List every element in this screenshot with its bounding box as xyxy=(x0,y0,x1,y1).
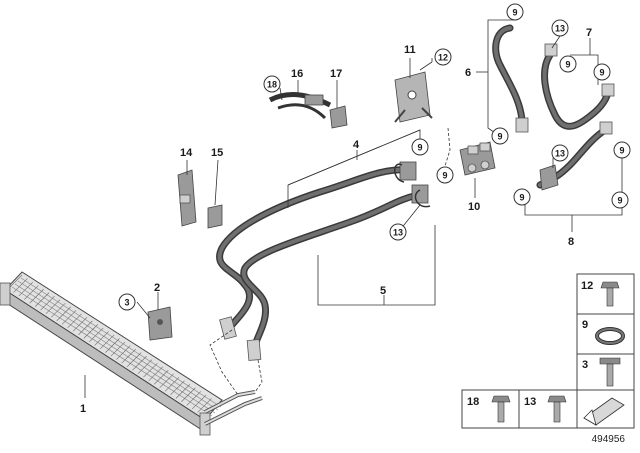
legend-12: 12 xyxy=(581,280,593,292)
bolt-3-icon xyxy=(599,357,621,387)
oil-cooler-radiator xyxy=(0,271,223,436)
callout-15: 15 xyxy=(211,147,223,159)
bracket-15 xyxy=(207,204,223,229)
bolt-18-icon xyxy=(491,395,511,423)
circle-callout-9-h: 9 xyxy=(513,188,531,206)
circle-callout-13-right: 13 xyxy=(551,144,569,162)
circle-callout-9-d: 9 xyxy=(491,127,509,145)
hose-5 xyxy=(240,191,422,349)
circle-callout-13-left: 13 xyxy=(389,223,407,241)
svg-text:9: 9 xyxy=(442,171,447,181)
svg-text:9: 9 xyxy=(497,132,502,142)
circle-callout-9-b: 9 xyxy=(559,55,577,73)
circle-callout-3: 3 xyxy=(118,293,136,311)
svg-text:3: 3 xyxy=(124,298,129,308)
svg-text:9: 9 xyxy=(417,143,422,153)
circle-callout-9-g: 9 xyxy=(613,141,631,159)
svg-text:9: 9 xyxy=(519,193,524,203)
callout-16: 16 xyxy=(291,68,303,80)
callout-14: 14 xyxy=(180,147,193,159)
svg-text:18: 18 xyxy=(267,80,277,90)
valve-block xyxy=(459,141,496,176)
svg-text:12: 12 xyxy=(438,53,448,63)
legend-18: 18 xyxy=(467,396,479,408)
callout-4: 4 xyxy=(353,139,360,151)
clip-17 xyxy=(329,105,348,129)
svg-text:9: 9 xyxy=(599,68,604,78)
callout-10: 10 xyxy=(468,201,480,213)
callout-8: 8 xyxy=(568,236,574,248)
wiring-16 xyxy=(268,92,332,120)
svg-text:13: 13 xyxy=(555,149,565,159)
callout-5: 5 xyxy=(380,285,386,297)
circle-callout-9-c: 9 xyxy=(593,63,611,81)
arrow-tool-icon xyxy=(583,397,625,426)
svg-text:9: 9 xyxy=(512,8,517,18)
circle-callout-9-e: 9 xyxy=(411,138,429,156)
hose-7 xyxy=(541,43,615,130)
circle-callout-9-f: 9 xyxy=(436,166,454,184)
legend-13: 13 xyxy=(524,396,536,408)
bracket-14 xyxy=(177,169,197,227)
legend-9: 9 xyxy=(582,319,588,331)
circled-callouts: 3 12 13 13 13 18 9 9 xyxy=(118,3,631,311)
hose-fittings xyxy=(219,161,431,361)
bolt-13-icon xyxy=(547,395,567,423)
callout-1: 1 xyxy=(80,403,86,415)
svg-text:9: 9 xyxy=(619,146,624,156)
o-ring-icon xyxy=(595,327,625,345)
circle-callout-13-top: 13 xyxy=(551,19,569,37)
bracket-11 xyxy=(394,71,433,123)
callouts: 1 2 4 5 6 7 8 10 11 14 15 16 17 xyxy=(80,27,592,415)
callout-17: 17 xyxy=(330,68,342,80)
circle-callout-18: 18 xyxy=(263,75,281,93)
circle-callout-9-i: 9 xyxy=(611,191,629,209)
legend-3: 3 xyxy=(582,359,588,371)
callout-2: 2 xyxy=(154,282,160,294)
diagram-id: 494956 xyxy=(592,434,626,445)
circle-callout-12: 12 xyxy=(434,48,452,66)
circle-callout-9-a: 9 xyxy=(506,3,524,21)
hose-4 xyxy=(216,166,414,329)
bolt-12-icon xyxy=(600,281,620,307)
radiator-pipes xyxy=(204,390,263,426)
hose-8 xyxy=(536,121,613,191)
part-2 xyxy=(147,306,173,341)
svg-text:13: 13 xyxy=(555,24,565,34)
callout-11: 11 xyxy=(404,44,416,56)
svg-text:9: 9 xyxy=(565,60,570,70)
hardware-legend: 12 9 3 18 13 xyxy=(461,273,635,429)
hose-6 xyxy=(492,24,529,133)
svg-text:13: 13 xyxy=(393,228,403,238)
callout-6: 6 xyxy=(465,67,471,79)
callout-7: 7 xyxy=(586,27,592,39)
svg-text:9: 9 xyxy=(617,196,622,206)
